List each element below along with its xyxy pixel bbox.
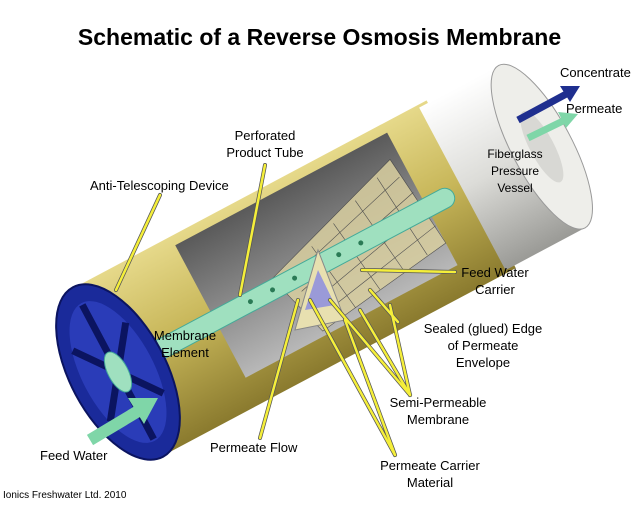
label-concentrate: Concentrate xyxy=(560,65,631,80)
label-line: of Permeate xyxy=(447,338,519,353)
label-line: Semi-Permeable xyxy=(389,395,487,410)
permeate-arrow xyxy=(526,112,578,142)
label-line: Pressure xyxy=(490,164,540,178)
label-line: Fiberglass xyxy=(487,147,543,161)
label-feed-water: Feed Water xyxy=(40,448,108,463)
label-line: Element xyxy=(161,345,209,360)
label-line: Carrier xyxy=(475,282,515,297)
label-anti-telescoping: Anti-Telescoping Device xyxy=(90,178,229,193)
vessel-end-cap xyxy=(419,65,586,271)
credit-text: Ionics Freshwater Ltd. 2010 xyxy=(3,490,127,501)
label-line: Permeate Carrier xyxy=(380,458,480,473)
label-line: Feed Water xyxy=(461,265,529,280)
label-line: Perforated xyxy=(234,128,296,143)
label-line: Envelope xyxy=(455,355,511,370)
label-permeate: Permeate xyxy=(566,101,623,116)
label-line: Sealed (glued) Edge xyxy=(423,321,543,336)
label-line: Material xyxy=(406,475,454,490)
label-permeate-flow: Permeate Flow xyxy=(210,440,298,455)
label-line: Membrane xyxy=(406,412,470,427)
label-line: Vessel xyxy=(497,181,533,195)
feed-water-arrow xyxy=(86,398,158,446)
concentrate-arrow xyxy=(516,86,580,124)
label-line: Membrane xyxy=(153,328,217,343)
diagram-title: Schematic of a Reverse Osmosis Membrane xyxy=(77,24,562,50)
label-line: Product Tube xyxy=(226,145,304,160)
